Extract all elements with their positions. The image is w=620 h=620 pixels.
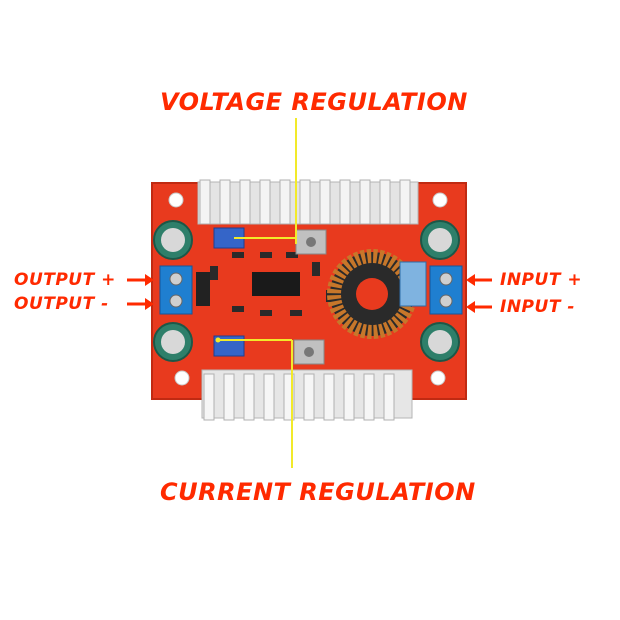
bottom-heatsink (201, 369, 413, 421)
output-minus-label: OUTPUT - (14, 294, 109, 314)
input-plus-label: INPUT + (500, 270, 583, 290)
capacitor (153, 322, 193, 362)
input-minus-label: INPUT - (500, 297, 575, 317)
output-terminal-block (159, 265, 193, 315)
capacitor (420, 322, 460, 362)
mounting-hole (174, 370, 190, 386)
output-minus-arrow-icon (127, 298, 154, 310)
input-terminal-block (429, 265, 463, 315)
mounting-hole (168, 192, 184, 208)
controller-ic (252, 272, 300, 296)
mounting-hole (432, 192, 448, 208)
voltage-regulation-label: VOLTAGE REGULATION (160, 88, 468, 116)
capacitor (420, 220, 460, 260)
top-heatsink (197, 179, 419, 225)
mounting-hole (430, 370, 446, 386)
diode (196, 272, 210, 306)
output-plus-label: OUTPUT + (14, 270, 116, 290)
current-regulation-label: CURRENT REGULATION (160, 478, 476, 506)
input-minus-arrow-icon (466, 301, 492, 313)
capacitor (153, 220, 193, 260)
input-plus-arrow-icon (466, 274, 492, 286)
output-plus-arrow-icon (127, 274, 154, 286)
fuse (399, 261, 427, 307)
